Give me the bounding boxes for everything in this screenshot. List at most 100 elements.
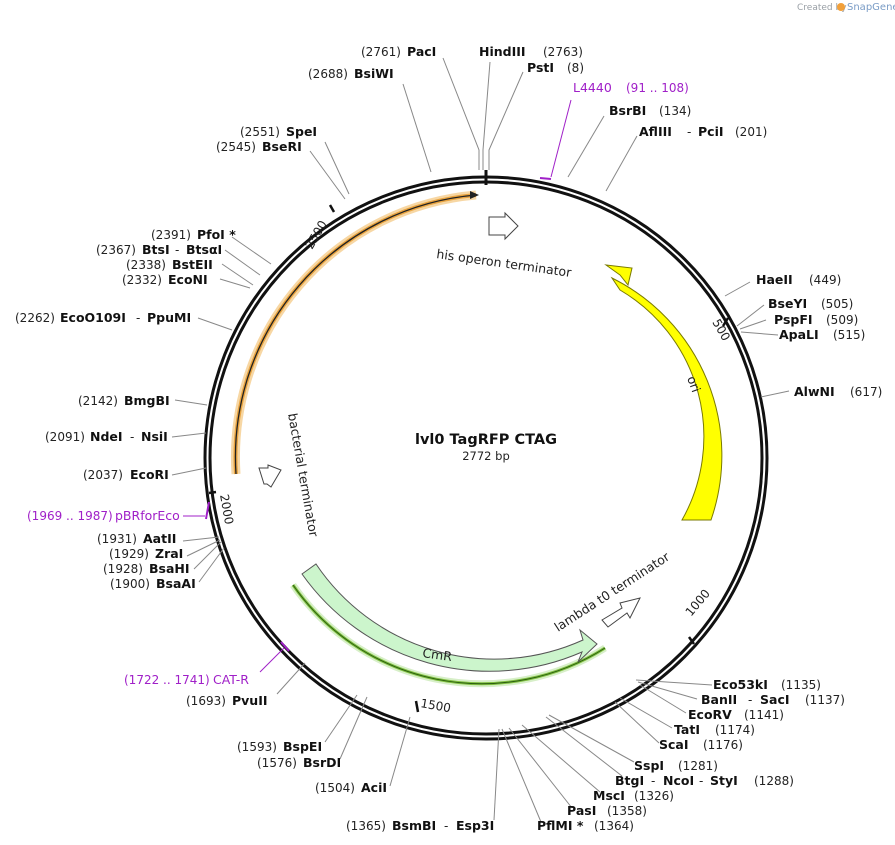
enzyme-btgi-ncoi-styi: BtgI-NcoI-StyI(1288) [615, 773, 794, 788]
credit-created-by: Created by [797, 3, 847, 13]
enzyme-banii-saci: BanII-SacI (1137) [701, 692, 845, 707]
svg-text:AlwNI: AlwNI [794, 384, 835, 399]
feature-ori[interactable]: ori [604, 264, 723, 521]
l4440-leader [550, 99, 572, 178]
tick-mark-2000 [208, 490, 217, 495]
feature-lambda-t0-terminator[interactable]: lambda t0 terminator [551, 548, 672, 634]
svg-text:PfoI *: PfoI * [197, 227, 236, 242]
svg-text:TatI: TatI [674, 722, 700, 737]
svg-text:(1693): (1693) [186, 694, 226, 708]
enzyme-bsaai: (1900)BsaAI [110, 576, 196, 591]
enzyme-pflmi: PflMI *(1364) [537, 818, 634, 833]
svg-text:(2545): (2545) [216, 140, 256, 154]
svg-text:PflMI *: PflMI * [537, 818, 584, 833]
svg-text:(1176): (1176) [703, 738, 743, 752]
svg-text:BtgI: BtgI [615, 773, 644, 788]
primer-pbrforeco[interactable]: (1969 .. 1987) pBRforEco [27, 501, 210, 523]
svg-text:Eco53kI: Eco53kI [713, 677, 768, 692]
primer-l4440[interactable]: L4440 (91 .. 108) [539, 80, 689, 180]
svg-text:(1288): (1288) [754, 774, 794, 788]
pbrforeco-name: pBRforEco [115, 508, 180, 523]
svg-text:BtsI: BtsI [142, 242, 170, 257]
enzyme-afliii-pcii: AflIII-PciI(201) [639, 124, 767, 139]
svg-text:(1504): (1504) [315, 781, 355, 795]
svg-text:(2763): (2763) [543, 45, 583, 59]
svg-text:(1326): (1326) [634, 789, 674, 803]
enzyme-msci: MscI(1326) [593, 788, 674, 803]
svg-text:PpuMI: PpuMI [147, 310, 191, 325]
l4440-range: (91 .. 108) [626, 81, 689, 95]
svg-text:-: - [748, 693, 752, 707]
svg-text:(2262): (2262) [15, 311, 55, 325]
svg-text:(2761): (2761) [361, 45, 401, 59]
svg-text:BmgBI: BmgBI [124, 393, 170, 408]
svg-text:EcoO109I: EcoO109I [60, 310, 126, 325]
feature-bacterial-terminator[interactable]: bacterial terminator [230, 190, 479, 539]
svg-text:ApaLI: ApaLI [779, 327, 819, 342]
svg-text:(1135): (1135) [781, 678, 821, 692]
svg-text:BsrDI: BsrDI [303, 755, 341, 770]
svg-text:EcoNI: EcoNI [168, 272, 208, 287]
svg-text:(1365): (1365) [346, 819, 386, 833]
feature-cmr[interactable]: CmR [290, 563, 607, 688]
enzyme-bseri: (2545)BseRI [216, 139, 302, 154]
cmr-label: CmR [422, 645, 454, 664]
svg-text:(1358): (1358) [607, 804, 647, 818]
svg-text:BsiWI: BsiWI [354, 66, 394, 81]
enzyme-ecoo109i-ppumi: (2262)EcoO109I-PpuMI [15, 310, 191, 325]
svg-text:(2091): (2091) [45, 430, 85, 444]
enzyme-bspei: (1593)BspEI [237, 739, 322, 754]
l4440-mark [539, 177, 552, 180]
svg-text:EcoRV: EcoRV [688, 707, 732, 722]
svg-text:(2037): (2037) [83, 468, 123, 482]
cmr-arc-line [292, 584, 606, 685]
svg-text:SspI: SspI [634, 758, 664, 773]
svg-text:(201): (201) [735, 125, 767, 139]
svg-text:PacI: PacI [407, 44, 436, 59]
enzyme-bsahi: (1928)BsaHI [103, 561, 190, 576]
svg-text:(2332): (2332) [122, 273, 162, 287]
svg-text:(1137): (1137) [805, 693, 845, 707]
enzyme-bsrbi: BsrBI(134) [609, 103, 691, 118]
svg-text:BspEI: BspEI [283, 739, 322, 754]
enzyme-paci: (2761) PacI [361, 44, 436, 59]
bacterial-terminator-arrow [258, 464, 282, 488]
enzyme-zrai: (1929)ZraI [109, 546, 183, 561]
svg-text:(449): (449) [809, 273, 841, 287]
bacterial-terminator-arrowhead [470, 191, 479, 199]
svg-text:-: - [175, 243, 179, 257]
enzyme-ecorv: EcoRV(1141) [688, 707, 784, 722]
svg-text:AciI: AciI [361, 780, 387, 795]
feature-his-operon-terminator[interactable]: his operon terminator [436, 211, 574, 280]
svg-text:AflIII: AflIII [639, 124, 672, 139]
cat-r-leader [259, 647, 285, 673]
svg-text:PasI: PasI [567, 803, 596, 818]
tick-mark-2500 [328, 204, 336, 213]
svg-text:BseYI: BseYI [768, 296, 807, 311]
enzyme-bsrdi: (1576)BsrDI [257, 755, 341, 770]
enzyme-tati: TatI(1174) [674, 722, 755, 737]
credit-brand: SnapGene [847, 2, 895, 13]
svg-text:EcoRI: EcoRI [130, 467, 169, 482]
svg-text:BanII: BanII [701, 692, 737, 707]
enzyme-scai: ScaI(1176) [659, 737, 743, 752]
svg-text:PvuII: PvuII [232, 693, 268, 708]
primer-cat-r[interactable]: (1722 .. 1741) CAT-R [124, 641, 290, 687]
his-operon-terminator-arrow [488, 211, 519, 241]
svg-text:SacI: SacI [760, 692, 790, 707]
svg-text:-: - [444, 819, 448, 833]
tick-label-2000: 2000 [217, 493, 236, 526]
bacterial-terminator-label: bacterial terminator [285, 412, 322, 539]
enzyme-bsiwi: (2688)BsiWI [308, 66, 394, 81]
svg-text:BstEII: BstEII [172, 257, 213, 272]
enzyme-pvuii: (1693) PvuII [186, 693, 268, 708]
cmr-block [301, 563, 598, 672]
enzyme-alwni: AlwNI(617) [794, 384, 882, 399]
svg-text:(8): (8) [567, 61, 584, 75]
svg-text:-: - [651, 774, 655, 788]
svg-text:AatII: AatII [143, 531, 176, 546]
svg-text:(2367): (2367) [96, 243, 136, 257]
snapgene-logo-icon [837, 3, 845, 11]
svg-text:(1928): (1928) [103, 562, 143, 576]
